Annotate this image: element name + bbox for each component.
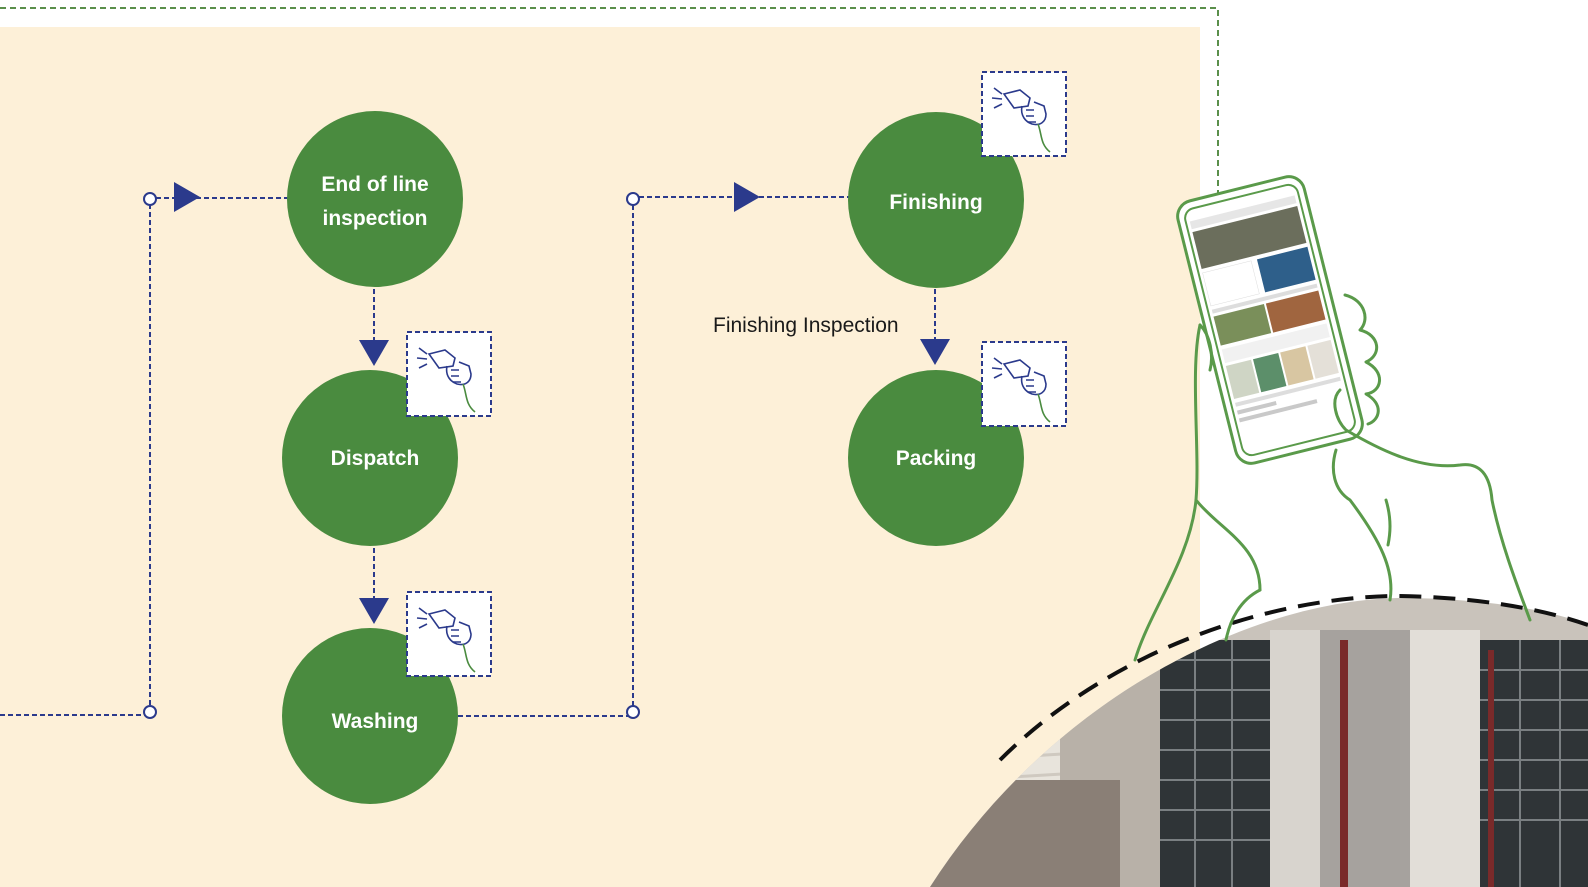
node-label: Finishing (889, 191, 982, 214)
hand-scanner-icon (991, 87, 1051, 153)
node-end-of-line-inspection: End of line inspection (287, 111, 463, 287)
node-label: Dispatch (331, 447, 420, 470)
connector-node-dot (143, 192, 157, 206)
node-label-line2: inspection (322, 207, 427, 230)
node-label: Packing (896, 447, 977, 470)
arrowhead-right (734, 182, 760, 212)
outer-dashed-frame (0, 7, 1219, 195)
node-label-line1: End of line (321, 173, 428, 196)
node-label: Washing (332, 710, 419, 733)
inspection-badge-finishing (981, 71, 1067, 157)
arrowhead-down (359, 340, 389, 366)
edge-label-finishing-inspection: Finishing Inspection (713, 314, 899, 337)
phone-in-hand-illustration (1133, 175, 1532, 662)
arrowhead-right (174, 182, 200, 212)
hand-scanner-icon (991, 357, 1051, 423)
connector-node-dot (626, 192, 640, 206)
inspection-badge-packing (981, 341, 1067, 427)
connector-node-dot (143, 705, 157, 719)
inspection-badge-washing (406, 591, 492, 677)
node-packing: Packing (848, 370, 1024, 546)
photo-arc-border (998, 593, 1588, 762)
inspection-badge-dispatch (406, 331, 492, 417)
hand-scanner-icon (416, 347, 476, 413)
arrowhead-down (920, 339, 950, 365)
connector-node-dot (626, 705, 640, 719)
right-hand-outline (1343, 293, 1381, 426)
arrowhead-down (359, 598, 389, 624)
hand-scanner-icon (416, 607, 476, 673)
node-finishing: Finishing (848, 112, 1024, 288)
phone-screen-content (1189, 195, 1341, 423)
